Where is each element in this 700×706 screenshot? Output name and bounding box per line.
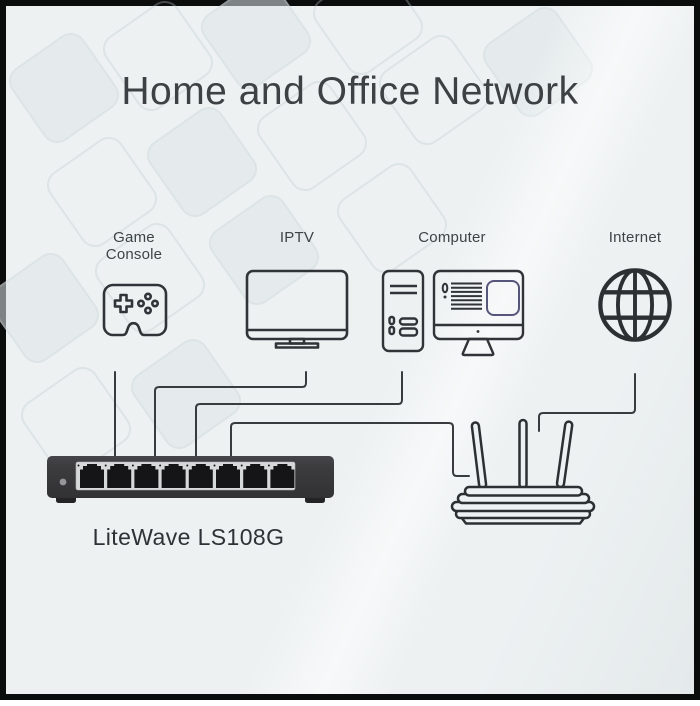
line-internet-router <box>538 373 636 432</box>
switch-icon <box>47 456 334 503</box>
line-switch-router <box>230 422 470 477</box>
page-title: Home and Office Network <box>121 70 579 113</box>
label-internet: Internet <box>608 229 662 246</box>
globe-icon <box>598 268 672 342</box>
router-body <box>450 485 596 525</box>
line-iptv-switch <box>154 371 307 457</box>
label-computer: Computer <box>418 229 486 246</box>
switch-ports <box>77 464 295 488</box>
label-game-console: Game Console <box>105 229 163 263</box>
switch-led <box>59 478 67 486</box>
tv-icon <box>245 269 349 349</box>
switch-model-label: LiteWave LS108G <box>92 524 285 550</box>
gamepad-icon <box>102 283 168 337</box>
monitor-icon <box>432 269 525 357</box>
label-iptv: IPTV <box>279 229 315 246</box>
router-icon <box>450 418 596 525</box>
router-antennas <box>470 418 574 490</box>
line-computer-switch <box>195 371 403 457</box>
connection-lines <box>114 371 636 477</box>
computer-icon <box>381 269 525 357</box>
tower-icon <box>381 269 425 353</box>
